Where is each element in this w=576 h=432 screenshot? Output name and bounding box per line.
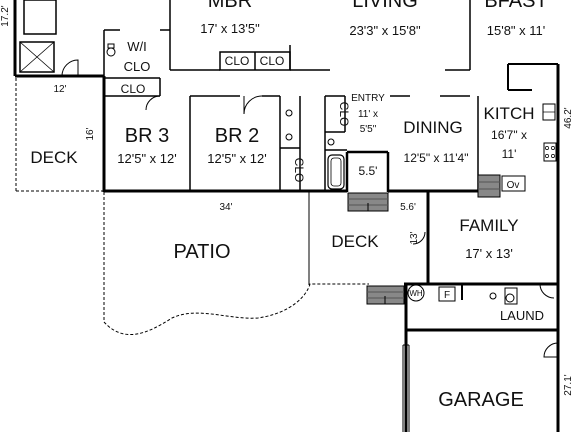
deck-depth-dim: 16' — [85, 127, 96, 140]
dining-dims: 12'5" x 11'4" — [404, 151, 469, 165]
kitchen-sink-icon — [542, 103, 556, 121]
mid-deck-depth-dim: 13' — [409, 231, 420, 244]
patio-name: PATIO — [173, 241, 230, 263]
garage-name: GARAGE — [438, 389, 524, 411]
bathtub-icon — [327, 154, 345, 190]
kitch-name: KITCH — [484, 104, 535, 123]
entry-steps — [347, 192, 389, 212]
family-dims: 17' x 13' — [465, 246, 513, 261]
entry-name: ENTRY — [351, 93, 385, 104]
clo-hall-label: CLO — [121, 82, 146, 96]
water-heater-label: WH — [409, 289, 423, 298]
entry-step-dim: 5.5' — [359, 164, 378, 178]
left-top-dim: 17.2' — [0, 5, 11, 26]
patio-outline — [103, 192, 369, 336]
entry-dims-line2: 5'5" — [360, 124, 377, 135]
left-deck-outline — [15, 78, 104, 192]
mbr-dims: 17' x 13'5" — [200, 21, 260, 36]
bfast-dims: 15'8" x 11' — [487, 23, 546, 38]
furnace-label: F — [444, 290, 450, 301]
clo-mbr-1-label: CLO — [225, 54, 250, 68]
living-dims: 23'3" x 15'8" — [349, 23, 421, 38]
kitch-dims-line1: 16'7" x — [491, 128, 527, 142]
stove-icon — [543, 142, 557, 162]
oven-box — [501, 175, 526, 192]
sink-icons — [285, 109, 515, 303]
garage-steps — [366, 285, 405, 305]
clo-mbr-2-label: CLO — [260, 54, 285, 68]
family-name: FAMILY — [459, 216, 518, 235]
patio-width-dim: 34' — [219, 202, 232, 213]
mid-deck-width-dim: 5.6' — [400, 202, 416, 213]
deck-width-dim: 12' — [53, 84, 66, 95]
br3-dims: 12'5" x 12' — [117, 151, 176, 166]
washer-icon — [504, 287, 518, 305]
interior-walls — [19, 0, 479, 192]
kitch-dims-line2: 11' — [502, 147, 517, 161]
kitchen-steps — [477, 174, 501, 198]
door-swings — [61, 59, 559, 358]
toilet-icon — [106, 43, 116, 57]
wi-clo-line2: CLO — [124, 59, 151, 74]
br2-dims: 12'5" x 12' — [207, 151, 266, 166]
bfast-name: BFAST — [484, 0, 547, 12]
garage-door — [402, 344, 410, 432]
br2-name: BR 2 — [215, 125, 259, 147]
left-deck-name: DECK — [30, 148, 78, 167]
clo-entry-label: CLO — [337, 102, 351, 127]
entry-dims-line1: 11' x — [358, 109, 378, 120]
living-name: LIVING — [352, 0, 418, 12]
dining-name: DINING — [403, 118, 463, 137]
water-heater-circle — [407, 284, 425, 302]
oven-label: Ov — [507, 180, 520, 191]
wi-clo-line1: W/I — [127, 39, 147, 54]
right-bottom-dim: 27.1' — [563, 374, 574, 395]
clo-br2-label: CLO — [292, 158, 306, 183]
mid-deck-name: DECK — [331, 232, 379, 251]
laund-name: LAUND — [500, 308, 544, 323]
br3-name: BR 3 — [125, 125, 169, 147]
furnace-box — [438, 286, 456, 302]
right-top-dim: 46.2' — [563, 107, 574, 128]
mbr-name: MBR — [208, 0, 252, 12]
